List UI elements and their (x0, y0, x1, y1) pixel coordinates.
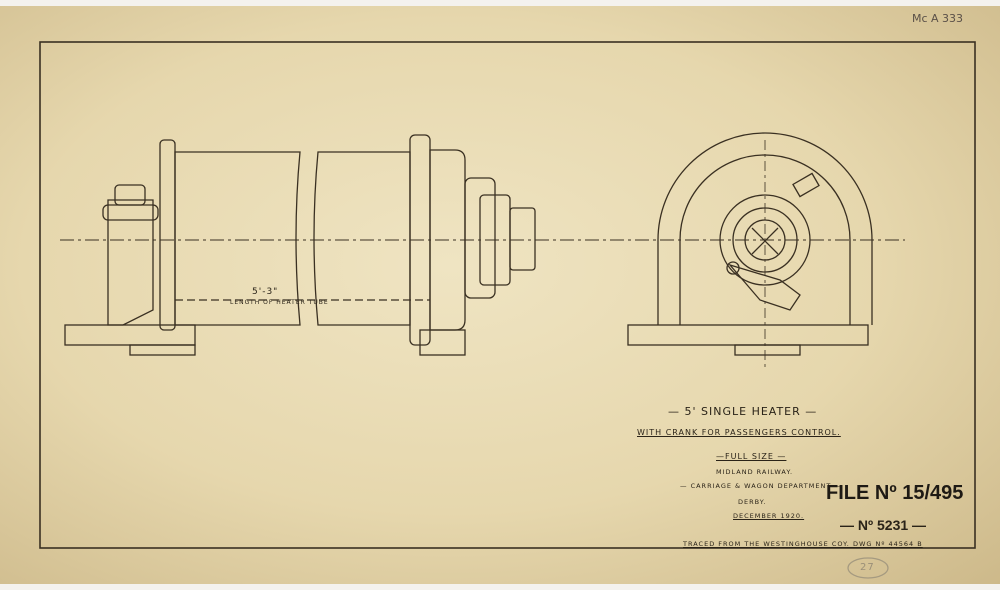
end-elevation (627, 132, 873, 370)
drawing-border (39, 41, 976, 549)
dimension-label: Length of Heater Tube (230, 299, 329, 306)
scale-note: —Full Size — (716, 452, 787, 461)
drawing-sheet (0, 6, 1000, 584)
drawing-title: — 5' Single Heater — (668, 405, 818, 418)
department-name: — Carriage & Wagon Department — (680, 482, 842, 490)
side-elevation (64, 134, 536, 356)
sheet-mark: 27 (860, 562, 875, 573)
archive-reference: Mc A 333 (912, 12, 964, 25)
company-name: Midland Railway. (716, 468, 794, 476)
drawing-date: December 1920. (733, 512, 805, 520)
drawing-number: — Nº 5231 — (840, 517, 927, 533)
file-number-stamp: FILE Nº 15/495 (826, 482, 964, 504)
dimension-value: 5'-3" (252, 287, 279, 297)
traced-note: Traced from the Westinghouse Coy. Dwg Nº… (683, 540, 923, 548)
location: Derby. (738, 498, 767, 506)
sheet-mark-oval (847, 557, 889, 579)
drawing-subtitle: With Crank for Passengers Control. (637, 428, 841, 437)
